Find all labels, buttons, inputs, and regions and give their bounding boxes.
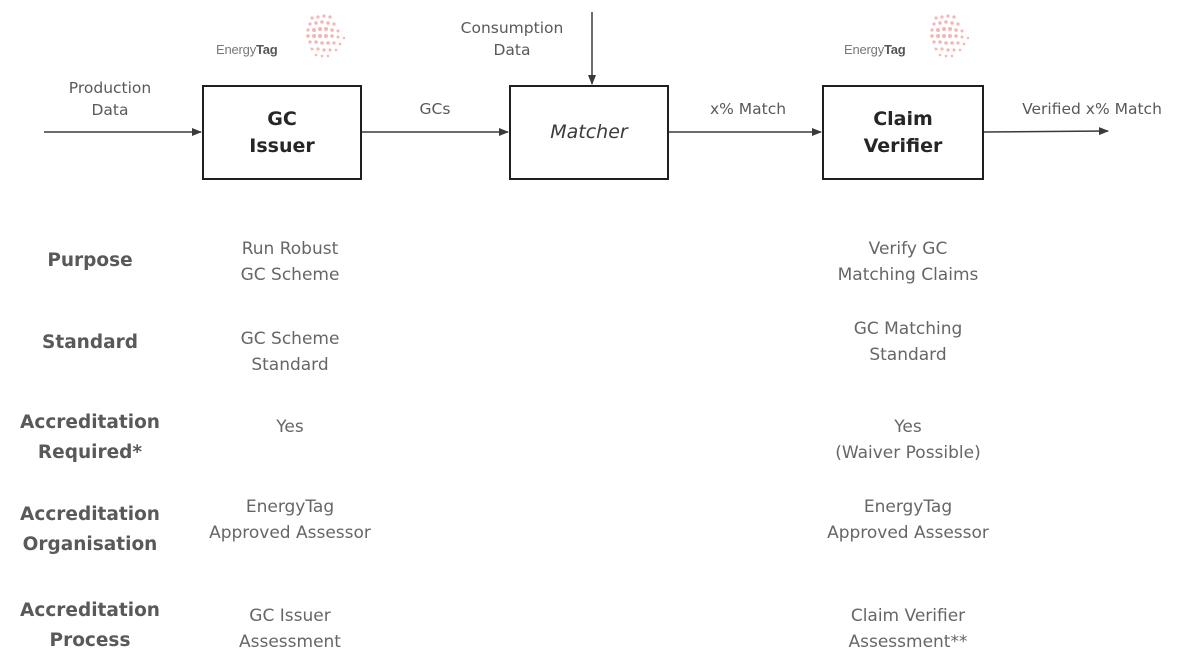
matcher-label: Matcher <box>550 121 628 143</box>
issuer-purpose-line-1: Run Robust <box>241 239 339 259</box>
issuer-process-line-2: Assessment <box>239 632 341 652</box>
row-label-required-line-1: Accreditation <box>20 412 160 433</box>
claim-verifier-line-2: Verifier <box>863 134 943 157</box>
issuer-purpose: Run Robust GC Scheme <box>180 236 400 288</box>
consumption-line-2: Data <box>493 41 531 59</box>
logo-right-suffix: Tag <box>884 42 906 57</box>
issuer-accreditation-organisation: EnergyTag Approved Assessor <box>180 494 400 546</box>
issuer-accreditation-process: GC Issuer Assessment <box>180 603 400 655</box>
verifier-purpose: Verify GC Matching Claims <box>798 236 1018 288</box>
verifier-purpose-line-2: Matching Claims <box>837 265 979 285</box>
production-data-label: Production Data <box>50 77 170 121</box>
gc-issuer-line-2: Issuer <box>249 134 315 157</box>
row-label-accreditation-required: Accreditation Required* <box>0 408 180 468</box>
issuer-accreditation-required: Yes <box>180 414 400 440</box>
consumption-line-1: Consumption <box>460 19 564 37</box>
verifier-process-line-1: Claim Verifier <box>850 606 966 626</box>
logo-dots-right <box>930 14 970 58</box>
issuer-purpose-line-2: GC Scheme <box>240 265 340 285</box>
row-label-accreditation-process: Accreditation Process <box>0 596 180 656</box>
issuer-organisation-line-1: EnergyTag <box>245 497 335 517</box>
arrow-verified <box>983 127 1109 136</box>
issuer-standard-line-1: GC Scheme <box>240 329 340 349</box>
gc-issuer-box: GC Issuer <box>202 85 362 180</box>
logo-left-prefix: Energy <box>216 42 256 57</box>
verifier-standard: GC Matching Standard <box>798 316 1018 368</box>
gcs-edge-label: GCs <box>419 100 451 118</box>
issuer-required-line-1: Yes <box>276 417 304 437</box>
row-label-accreditation-organisation: Accreditation Organisation <box>0 500 180 560</box>
verifier-accreditation-process: Claim Verifier Assessment** <box>798 603 1018 655</box>
match-edge-label: x% Match <box>709 100 787 118</box>
row-label-process-line-2: Process <box>49 630 131 651</box>
production-line-1: Production <box>68 79 152 97</box>
row-label-organisation-line-1: Accreditation <box>20 504 160 525</box>
verifier-standard-line-2: Standard <box>869 345 947 365</box>
row-label-purpose: Purpose <box>0 246 180 276</box>
verified-edge-label: Verified x% Match <box>1022 100 1162 118</box>
verifier-required-line-1: Yes <box>894 417 922 437</box>
consumption-data-label: Consumption Data <box>440 17 584 61</box>
row-label-standard-text: Standard <box>42 332 138 353</box>
verifier-standard-line-1: GC Matching <box>853 319 963 339</box>
claim-verifier-line-1: Claim <box>873 107 933 130</box>
row-label-required-line-2: Required* <box>37 442 143 463</box>
verifier-organisation-line-2: Approved Assessor <box>827 523 989 543</box>
logo-right-prefix: Energy <box>844 42 884 57</box>
verifier-accreditation-required: Yes (Waiver Possible) <box>798 414 1018 466</box>
issuer-standard-line-2: Standard <box>251 355 329 375</box>
verifier-process-line-2: Assessment** <box>848 632 968 652</box>
row-label-purpose-text: Purpose <box>47 250 133 271</box>
row-label-process-line-1: Accreditation <box>20 600 160 621</box>
issuer-process-line-1: GC Issuer <box>249 606 331 626</box>
issuer-standard: GC Scheme Standard <box>180 326 400 378</box>
verifier-required-line-2: (Waiver Possible) <box>835 443 981 463</box>
row-label-organisation-line-2: Organisation <box>22 534 158 555</box>
verifier-accreditation-organisation: EnergyTag Approved Assessor <box>798 494 1018 546</box>
verifier-organisation-line-1: EnergyTag <box>863 497 953 517</box>
claim-verifier-box: Claim Verifier <box>822 85 984 180</box>
verifier-purpose-line-1: Verify GC <box>868 239 948 259</box>
row-label-standard: Standard <box>0 328 180 358</box>
logo-dots-left <box>306 14 346 58</box>
issuer-organisation-line-2: Approved Assessor <box>209 523 371 543</box>
production-line-2: Data <box>91 101 129 119</box>
logo-left-suffix: Tag <box>256 42 278 57</box>
gc-issuer-line-1: GC <box>267 107 297 130</box>
matcher-box: Matcher <box>509 85 669 180</box>
